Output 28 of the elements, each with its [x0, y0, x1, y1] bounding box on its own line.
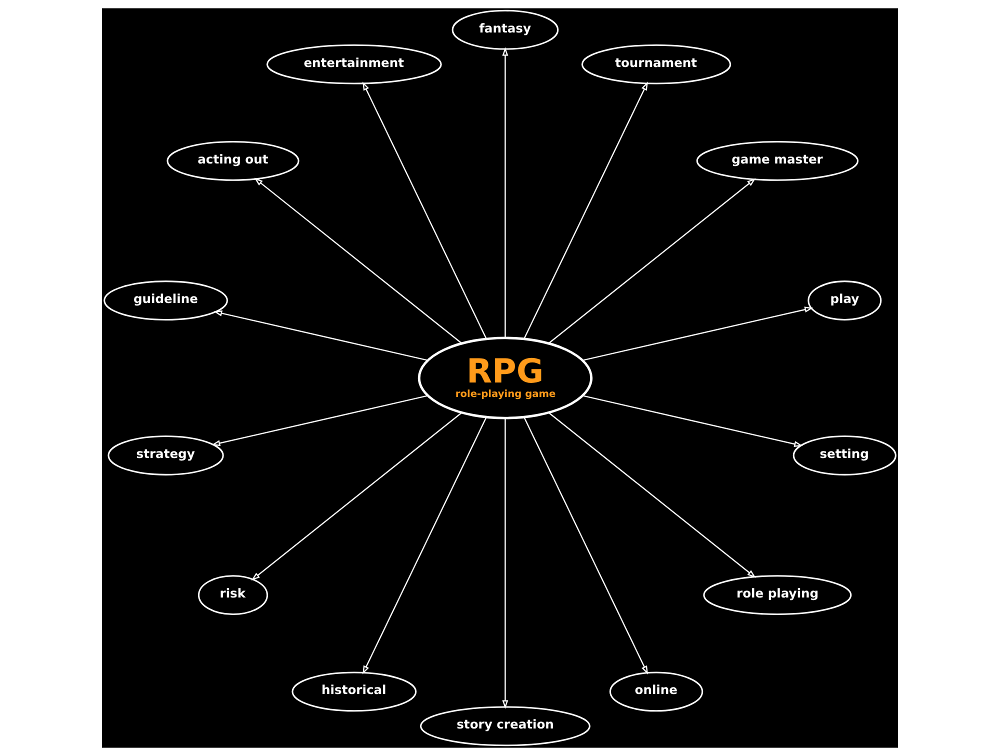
node-ellipse: game master [696, 140, 859, 181]
node-ellipse: acting out [166, 140, 300, 181]
arrow [548, 412, 756, 578]
node-ellipse: historical [292, 672, 417, 712]
node-ellipse: entertainment [266, 44, 442, 84]
arrow [548, 178, 756, 344]
node-ellipse: guideline [104, 280, 228, 320]
node-ellipse: tournament [581, 44, 732, 84]
arrow [582, 306, 814, 361]
node-ellipse: RPG role-playing game [418, 336, 593, 420]
arrow [502, 47, 508, 338]
arrow [254, 178, 462, 344]
node-ellipse: play [808, 280, 882, 320]
arrow [582, 395, 803, 447]
node-ellipse: online [609, 672, 704, 712]
node-ellipse: fantasy [452, 10, 559, 50]
arrow [362, 416, 487, 674]
node-ellipse: risk [198, 575, 268, 616]
node-ellipse: role playing [703, 575, 852, 616]
arrow [524, 82, 648, 340]
arrow [502, 418, 508, 709]
arrow [214, 310, 428, 361]
arrow [362, 82, 487, 340]
arrow [212, 395, 428, 446]
node-ellipse: strategy [108, 436, 224, 476]
node-ellipse: story creation [420, 706, 590, 746]
arrow [524, 416, 648, 674]
arrow [251, 412, 462, 580]
